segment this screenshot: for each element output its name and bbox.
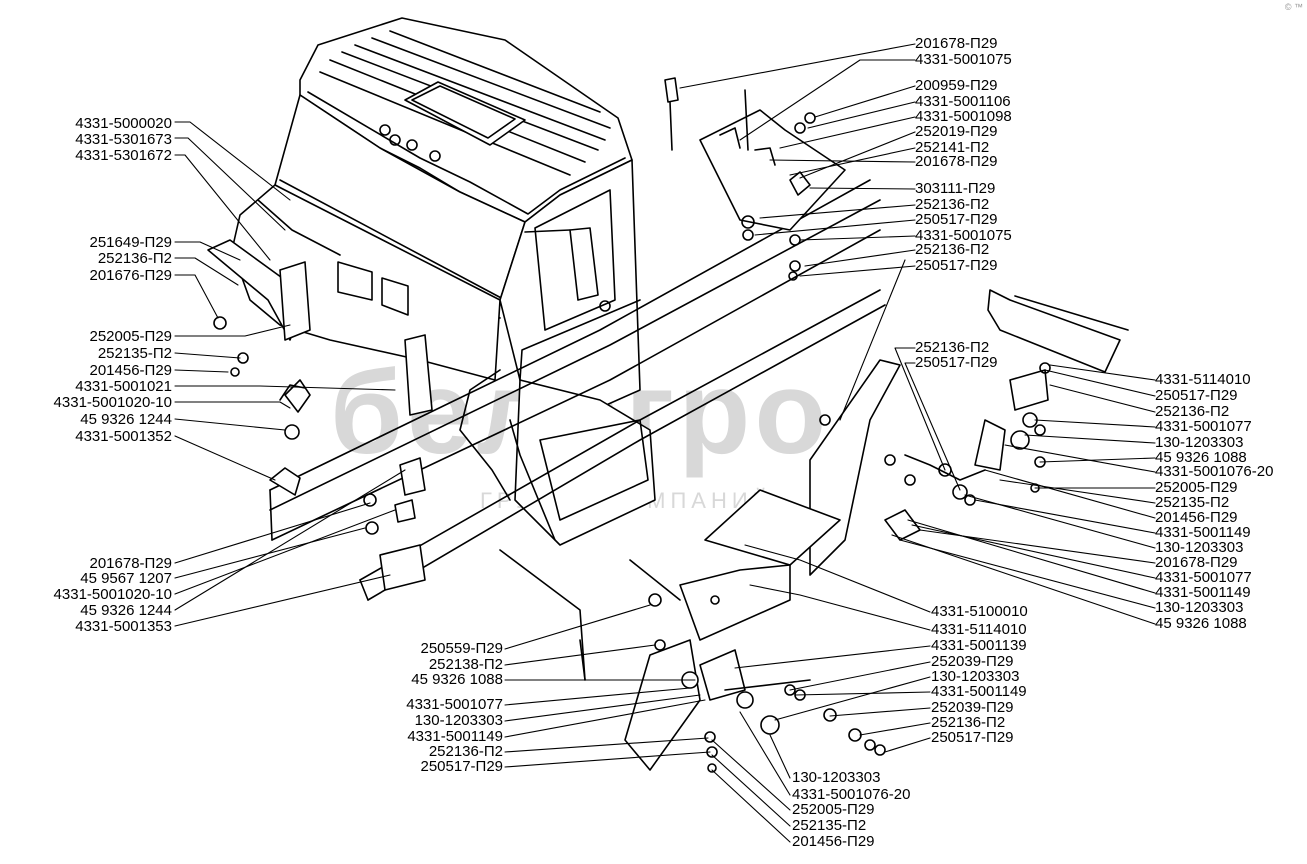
part-number-label: 4331-5301672 — [75, 147, 172, 164]
part-number-label: 130-1203303 — [1155, 434, 1244, 451]
part-number-label: 252005-П29 — [1155, 479, 1238, 496]
part-number-label: 4331-5001077 — [1155, 569, 1252, 586]
cab-body — [207, 17, 656, 546]
part-number-label: 200959-П29 — [915, 77, 998, 94]
part-number-label: 130-1203303 — [414, 712, 503, 729]
part-number-label: 4331-5001077 — [406, 696, 503, 713]
part-number-label: 4331-5301673 — [75, 131, 172, 148]
part-number-label: 250517-П29 — [915, 354, 998, 371]
corner-mark: © ™ — [1284, 2, 1303, 12]
part-number-label: 251649-П29 — [89, 234, 172, 251]
part-number-label: 252136-П2 — [915, 196, 990, 213]
part-number-label: 45 9567 1207 — [80, 570, 172, 587]
part-number-label: 201456-П29 — [1155, 509, 1238, 526]
part-number-label: 252039-П29 — [931, 653, 1014, 670]
part-number-label: 4331-5001098 — [915, 108, 1012, 125]
part-number-label: 252138-П2 — [428, 656, 503, 673]
part-number-label: 252141-П2 — [915, 139, 990, 156]
part-number-label: 250559-П29 — [420, 640, 503, 657]
part-number-label: 4331-5001139 — [931, 637, 1027, 654]
part-number-label: 4331-5114010 — [1155, 371, 1251, 388]
part-number-label: 4331-5000020 — [75, 115, 172, 132]
part-number-label: 252135-П2 — [1155, 494, 1230, 511]
part-number-label: 4331-5001353 — [75, 618, 172, 635]
part-number-label: 201678-П29 — [915, 153, 998, 170]
part-number-label: 252005-П29 — [89, 328, 172, 345]
part-number-label: 201676-П29 — [89, 267, 172, 284]
part-number-label: 4331-5001149 — [1155, 524, 1251, 541]
part-number-label: 4331-5001021 — [75, 378, 172, 395]
part-number-label: 201456-П29 — [792, 833, 875, 850]
part-number-label: 252136-П2 — [931, 714, 1006, 731]
part-number-label: 250517-П29 — [1155, 387, 1238, 404]
part-number-label: 303111-П29 — [915, 180, 996, 197]
part-number-label: 201678-П29 — [915, 35, 998, 52]
part-number-label: 130-1203303 — [1155, 539, 1244, 556]
part-number-label: 252136-П2 — [97, 250, 172, 267]
part-number-label: 4331-5001075 — [915, 227, 1012, 244]
part-number-label: 201678-П29 — [89, 555, 172, 572]
part-number-label: 252136-П2 — [428, 743, 503, 760]
part-number-label: 45 9326 1244 — [80, 602, 172, 619]
part-number-label: 252136-П2 — [1155, 403, 1230, 420]
right-mount-assembly — [809, 289, 1129, 576]
part-number-label: 130-1203303 — [931, 668, 1020, 685]
left-mount-parts — [213, 316, 426, 591]
frame-rails — [269, 179, 886, 681]
part-number-label: 4331-5100010 — [931, 603, 1028, 620]
part-number-label: 252005-П29 — [792, 801, 875, 818]
part-number-label: 45 9326 1088 — [1155, 449, 1247, 466]
leader-lines — [174, 43, 1156, 843]
part-number-label: 45 9326 1088 — [411, 671, 503, 688]
part-number-label: 4331-5001075 — [915, 51, 1012, 68]
part-number-label: 250517-П29 — [915, 211, 998, 228]
part-number-label: 4331-5001352 — [75, 428, 172, 445]
part-number-label: 4331-5001020-10 — [53, 586, 172, 603]
part-number-label: 45 9326 1244 — [80, 411, 172, 428]
part-number-label: 252135-П2 — [97, 345, 172, 362]
part-number-label: 4331-5001020-10 — [53, 394, 172, 411]
part-number-label: 4331-5001077 — [1155, 418, 1252, 435]
part-number-label: 130-1203303 — [792, 769, 881, 786]
part-number-label: 130-1203303 — [1155, 599, 1244, 616]
part-number-label: 4331-5001149 — [1155, 584, 1251, 601]
part-number-label: 201678-П29 — [1155, 554, 1238, 571]
part-number-label: 252136-П2 — [915, 241, 990, 258]
part-number-label: 250517-П29 — [420, 758, 503, 775]
part-number-label: 201456-П29 — [89, 362, 172, 379]
part-number-label: 4331-5001149 — [407, 728, 503, 745]
part-number-label: 250517-П29 — [931, 729, 1014, 746]
part-number-label: 252039-П29 — [931, 699, 1014, 716]
part-number-label: 4331-5114010 — [931, 621, 1027, 638]
rear-center-mount — [624, 489, 886, 773]
part-number-label: 252136-П2 — [915, 339, 990, 356]
top-right-mount — [664, 77, 846, 281]
part-number-label: 252019-П29 — [915, 123, 998, 140]
part-number-label: 4331-5001149 — [931, 683, 1027, 700]
part-number-label: 4331-5001076-20 — [1155, 463, 1274, 480]
part-number-label: 252135-П2 — [792, 817, 867, 834]
part-number-label: 250517-П29 — [915, 257, 998, 274]
part-number-label: 45 9326 1088 — [1155, 615, 1247, 632]
part-number-label: 4331-5001106 — [915, 93, 1011, 110]
part-number-label: 4331-5001076-20 — [792, 786, 911, 803]
